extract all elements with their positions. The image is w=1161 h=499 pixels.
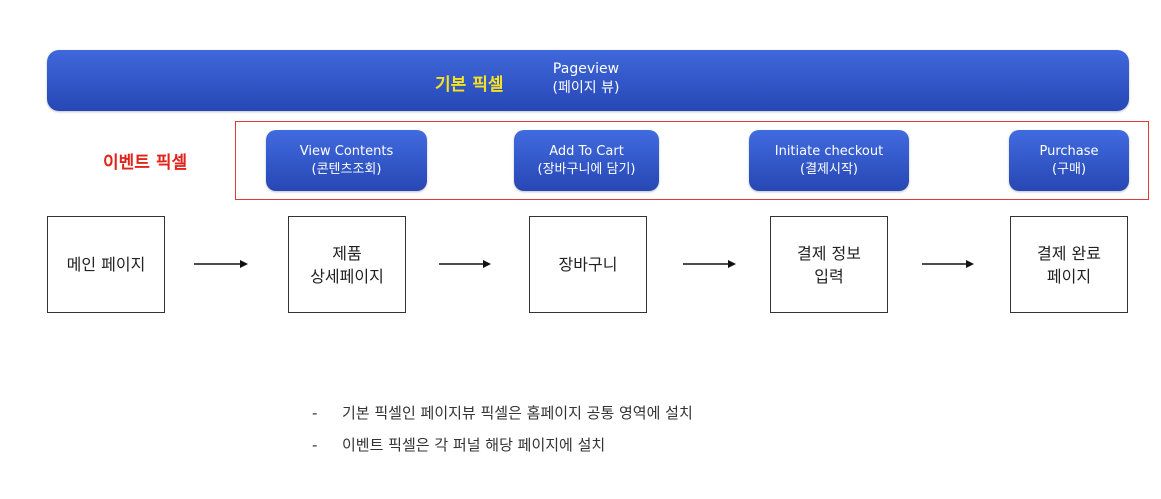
step-payment-complete: 결제 완료 페이지 [1010, 216, 1128, 313]
event-pixel-frame [235, 121, 1149, 200]
step-label-line2: 입력 [814, 266, 844, 286]
event-pixel-label: 이벤트 픽셀 [103, 153, 188, 173]
arrow-right-icon [194, 260, 248, 268]
event-name: Purchase [1039, 143, 1099, 159]
event-desc: (결제시작) [800, 161, 858, 177]
step-payment-info: 결제 정보 입력 [770, 216, 888, 313]
step-label-line1: 결제 정보 [797, 243, 861, 263]
base-pixel-bar [47, 50, 1129, 111]
step-main-page: 메인 페이지 [47, 216, 165, 313]
arrow-right-icon [922, 260, 974, 268]
step-product-detail: 제품 상세페이지 [288, 216, 406, 313]
step-label-line2: 상세페이지 [310, 266, 384, 286]
pageview-title-ko: (페이지 뷰) [552, 80, 620, 96]
step-label-line1: 장바구니 [558, 255, 618, 274]
step-cart: 장바구니 [529, 216, 647, 313]
event-desc: (구매) [1051, 161, 1087, 177]
event-name: Initiate checkout [774, 143, 884, 159]
event-purchase: Purchase (구매) [1009, 130, 1129, 191]
note-bullet: - [312, 404, 318, 422]
note-text: 기본 픽셀인 페이지뷰 픽셀은 홈페이지 공통 영역에 설치 [342, 404, 693, 422]
arrow-right-icon [683, 260, 736, 268]
base-pixel-label: 기본 픽셀 [435, 75, 504, 95]
step-label-line2: 페이지 [1046, 266, 1092, 286]
step-label-line1: 결제 완료 [1037, 243, 1101, 263]
arrow-right-icon [439, 260, 491, 268]
event-name: Add To Cart [549, 143, 624, 159]
event-initiate-checkout: Initiate checkout (결제시작) [749, 130, 909, 191]
step-label-line1: 제품 [332, 243, 362, 263]
note-text: 이벤트 픽셀은 각 퍼널 해당 페이지에 설치 [342, 436, 606, 454]
pageview-title-en: Pageview [552, 61, 620, 77]
event-name: View Contents [299, 143, 394, 159]
note-item: - 이벤트 픽셀은 각 퍼널 해당 페이지에 설치 [312, 429, 693, 461]
step-label-line1: 메인 페이지 [66, 255, 146, 274]
pageview-title: Pageview (페이지 뷰) [530, 60, 642, 98]
event-desc: (장바구니에 담기) [537, 161, 636, 177]
note-bullet: - [312, 436, 318, 454]
note-item: - 기본 픽셀인 페이지뷰 픽셀은 홈페이지 공통 영역에 설치 [312, 397, 693, 429]
event-desc: (콘텐츠조회) [311, 161, 382, 177]
event-view-contents: View Contents (콘텐츠조회) [266, 130, 427, 191]
notes-list: - 기본 픽셀인 페이지뷰 픽셀은 홈페이지 공통 영역에 설치 - 이벤트 픽… [312, 397, 693, 461]
event-add-to-cart: Add To Cart (장바구니에 담기) [514, 130, 659, 191]
